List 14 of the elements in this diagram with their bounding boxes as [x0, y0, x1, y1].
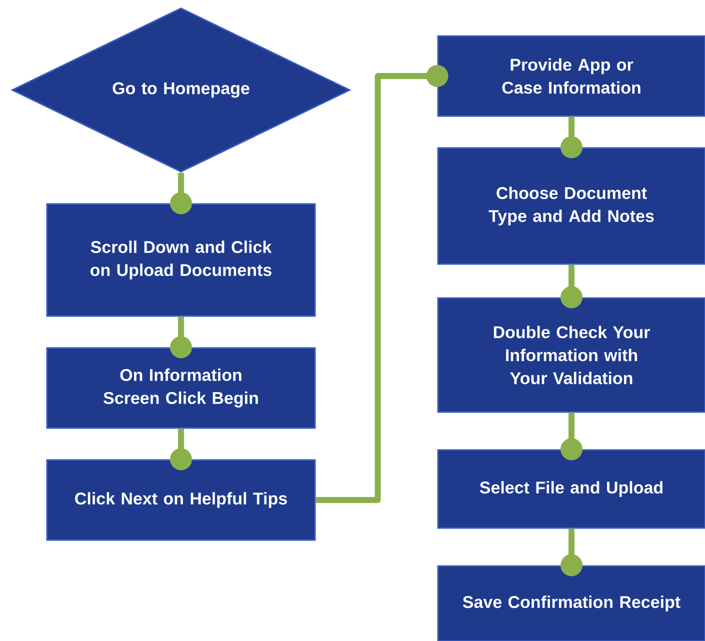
process-box: Save Confirmation Receipt: [437, 565, 705, 641]
process-box: On Information Screen Click Begin: [46, 347, 316, 429]
connector: [170, 172, 192, 214]
connector: [316, 65, 448, 503]
connector: [560, 116, 582, 158]
process-box: Choose Document Type and Add Notes: [437, 147, 705, 265]
process-box: Scroll Down and Click on Upload Documents: [46, 203, 316, 317]
process-box: Double Check Your Information with Your Validation: [437, 297, 705, 413]
process-box: Provide App or Case Information: [437, 35, 705, 117]
connector: [170, 428, 192, 470]
process-box: Select File and Upload: [437, 449, 705, 529]
process-box: Click Next on Helpful Tips: [46, 459, 316, 541]
connector: [170, 316, 192, 358]
connector: [560, 264, 582, 308]
